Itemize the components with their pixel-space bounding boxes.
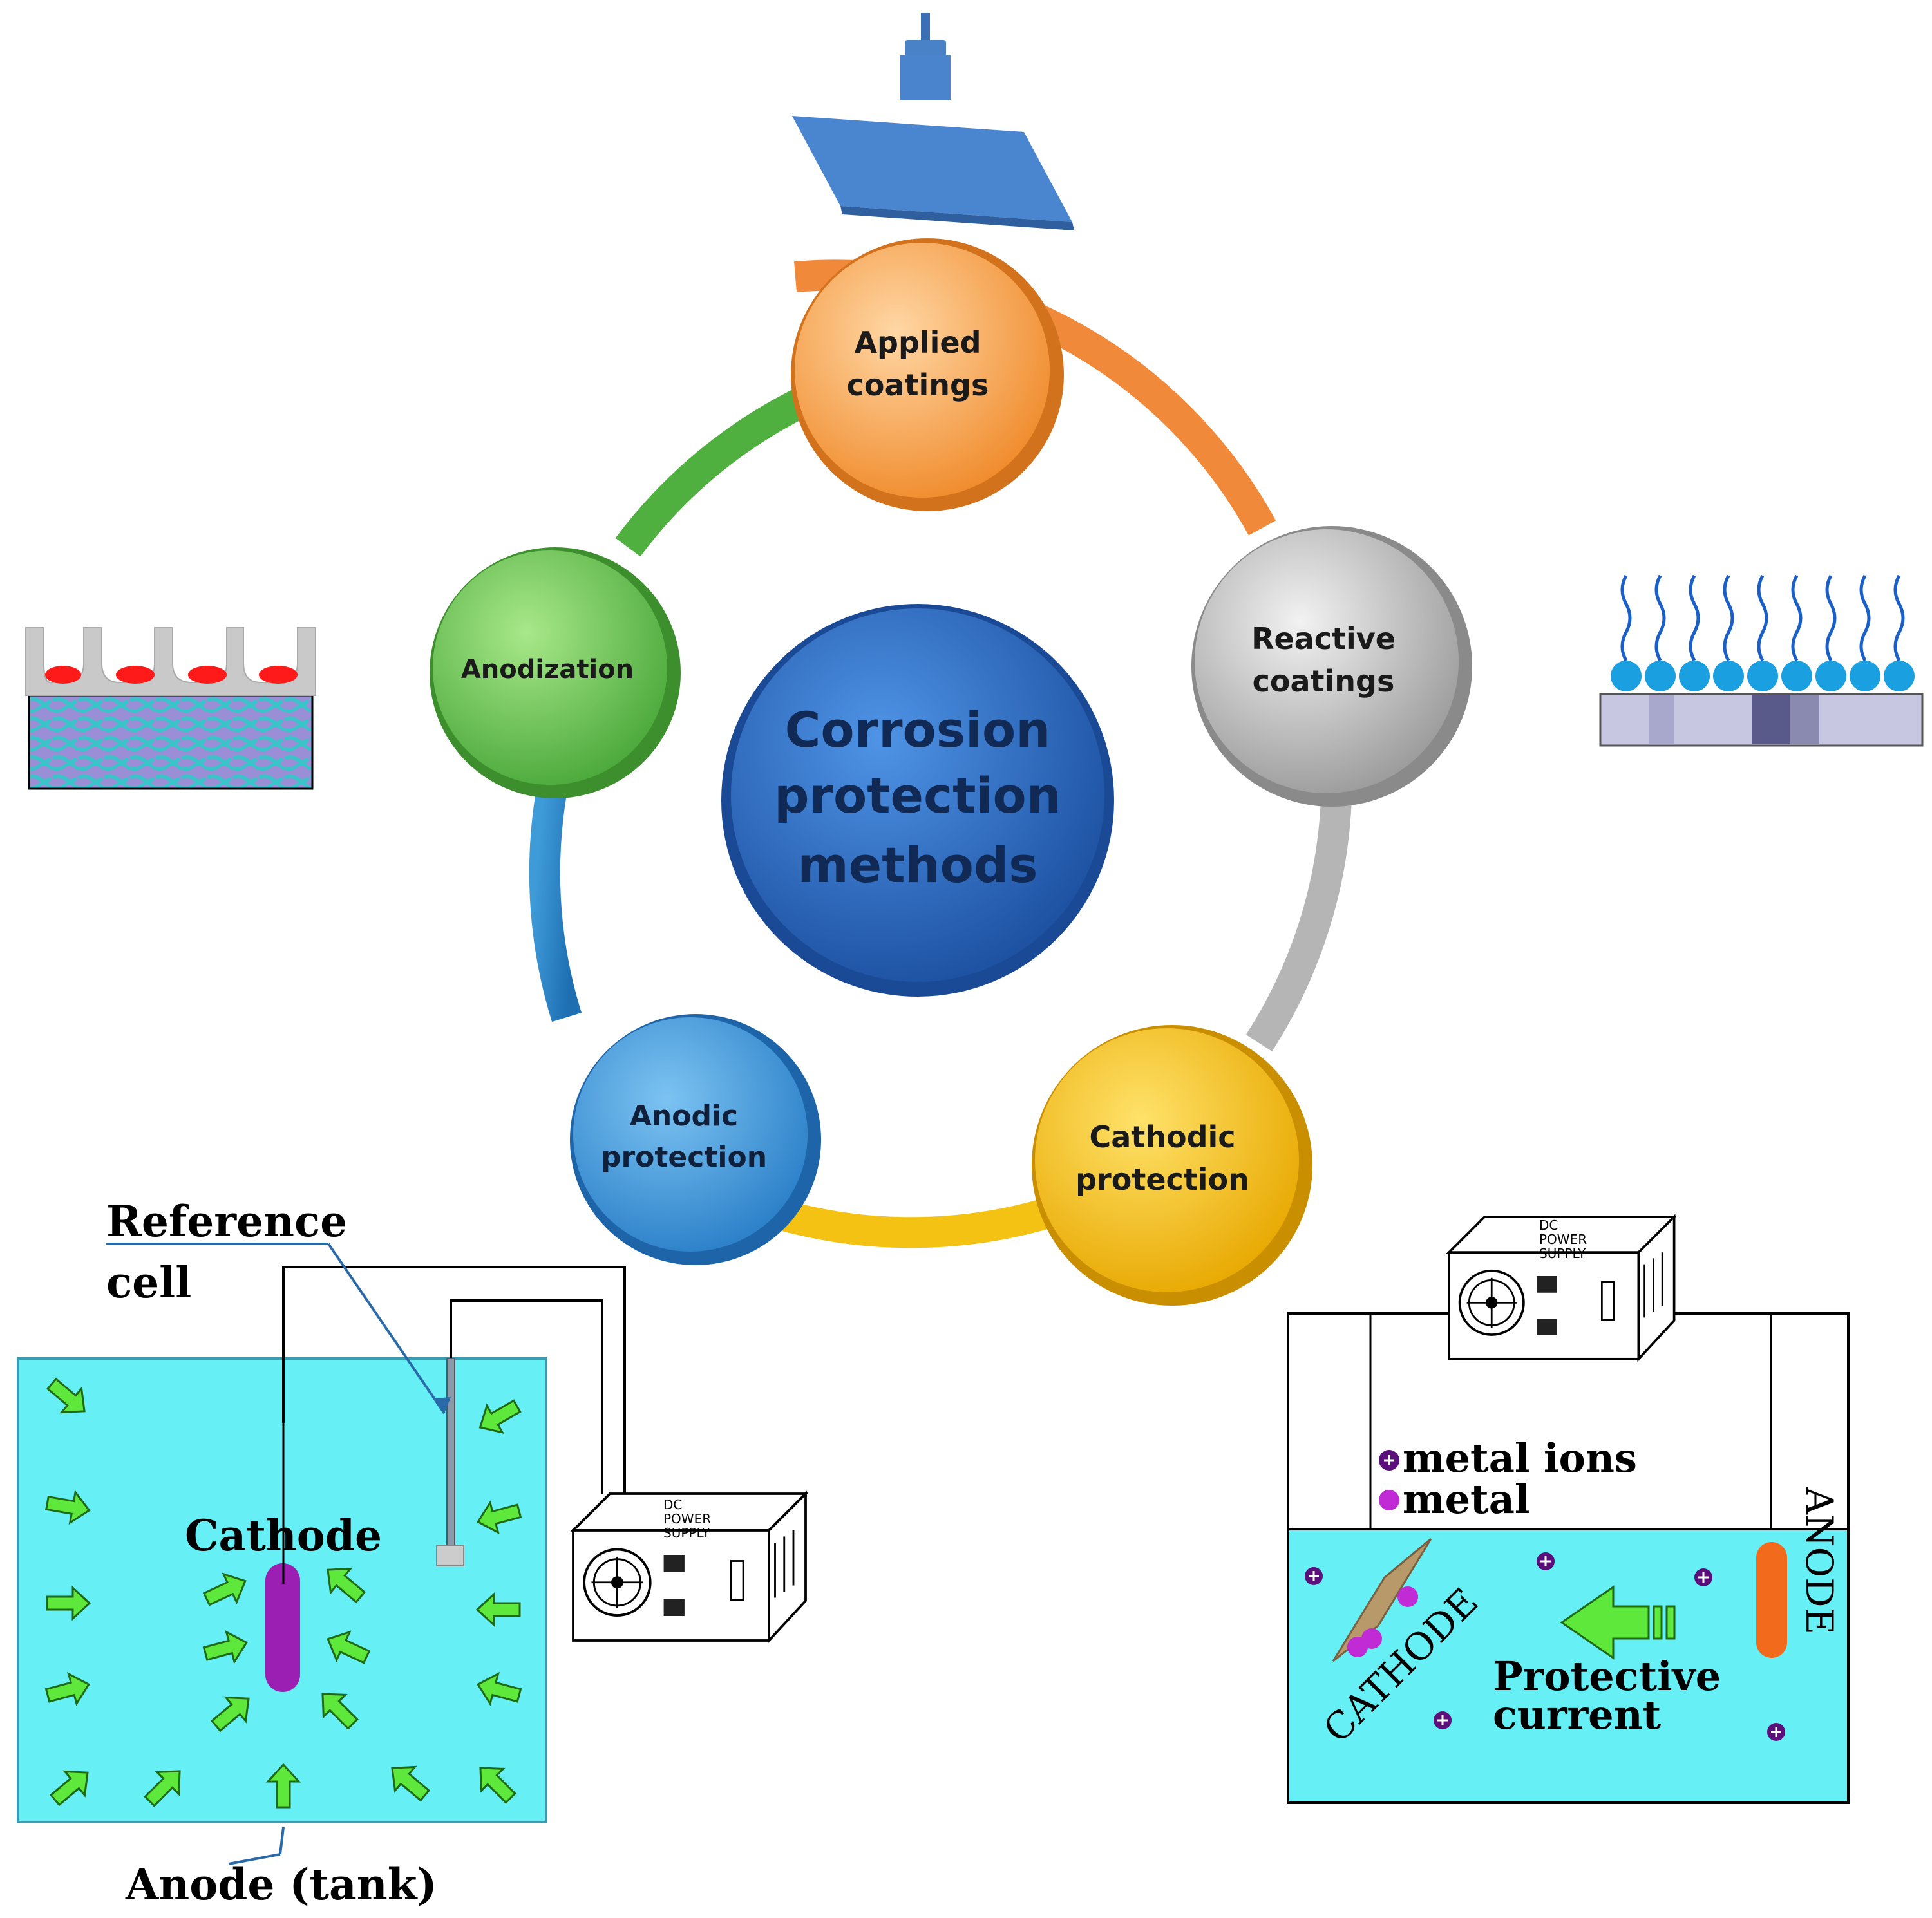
psu-right-label-3: SUPPLY bbox=[1539, 1246, 1586, 1261]
ion-legend bbox=[1379, 1450, 1399, 1510]
cathode-label: Cathode bbox=[185, 1510, 382, 1561]
psu-right-label-2: POWER bbox=[1539, 1232, 1587, 1247]
cathodic-protection-label-2: protection bbox=[1075, 1162, 1249, 1197]
current-label-2: current bbox=[1493, 1691, 1662, 1738]
anodized-surface-icon bbox=[25, 627, 316, 790]
psu-left-label-1: DC bbox=[663, 1497, 682, 1512]
anode-label: ANODE bbox=[1797, 1487, 1841, 1635]
cathodic-protection-label-1: Cathodic bbox=[1089, 1120, 1235, 1154]
center-node: Corrosion protection methods bbox=[721, 604, 1114, 997]
node-anodic-protection: Anodic protection bbox=[570, 1014, 821, 1265]
current-arrows bbox=[44, 1377, 522, 1809]
center-label-line-3: methods bbox=[797, 836, 1037, 894]
reference-cell-label-2: cell bbox=[106, 1257, 191, 1308]
applied-coatings-label-1: Applied bbox=[854, 325, 981, 360]
legend-metal-ions: metal ions bbox=[1403, 1434, 1637, 1481]
anodization-label: Anodization bbox=[461, 655, 634, 684]
reactive-coatings-label-2: coatings bbox=[1253, 664, 1395, 699]
anode-tank-label: Anode (tank) bbox=[125, 1859, 437, 1910]
psu-left-label-2: POWER bbox=[663, 1511, 711, 1527]
node-cathodic-protection: Cathodic protection bbox=[1032, 1025, 1312, 1306]
anodic-protection-label-1: Anodic bbox=[630, 1100, 738, 1133]
center-label-line-1: Corrosion bbox=[785, 701, 1051, 758]
monolayer-icon bbox=[1599, 574, 1924, 747]
paintbrush-icon bbox=[792, 13, 1074, 230]
center-label-line-2: protection bbox=[774, 767, 1061, 824]
psu-right-label-1: DC bbox=[1539, 1218, 1558, 1233]
cathode-rod bbox=[265, 1563, 300, 1692]
reference-cell-label-1: Reference bbox=[106, 1196, 347, 1246]
node-reactive-coatings: Reactive coatings bbox=[1191, 526, 1472, 807]
reference-electrode bbox=[446, 1358, 455, 1546]
protective-current-arrow bbox=[1560, 1585, 1676, 1660]
current-label-1: Protective bbox=[1493, 1653, 1721, 1700]
cathodic-protection-setup: metal ions metal CATHODE Protective curr… bbox=[1287, 1216, 1850, 1804]
anodic-protection-setup: Reference cell Cathode Anode (tank) bbox=[17, 1196, 807, 1910]
anode-rod bbox=[1756, 1542, 1787, 1658]
electrolyte-bath bbox=[1287, 1528, 1850, 1804]
psu-left-label-3: SUPPLY bbox=[663, 1525, 710, 1541]
legend-metal: metal bbox=[1403, 1476, 1530, 1523]
node-applied-coatings: Applied coatings bbox=[791, 238, 1064, 511]
node-anodization: Anodization bbox=[430, 547, 681, 798]
reactive-coatings-label-1: Reactive bbox=[1251, 621, 1396, 656]
anodic-protection-label-2: protection bbox=[601, 1141, 767, 1174]
applied-coatings-label-2: coatings bbox=[847, 368, 989, 402]
